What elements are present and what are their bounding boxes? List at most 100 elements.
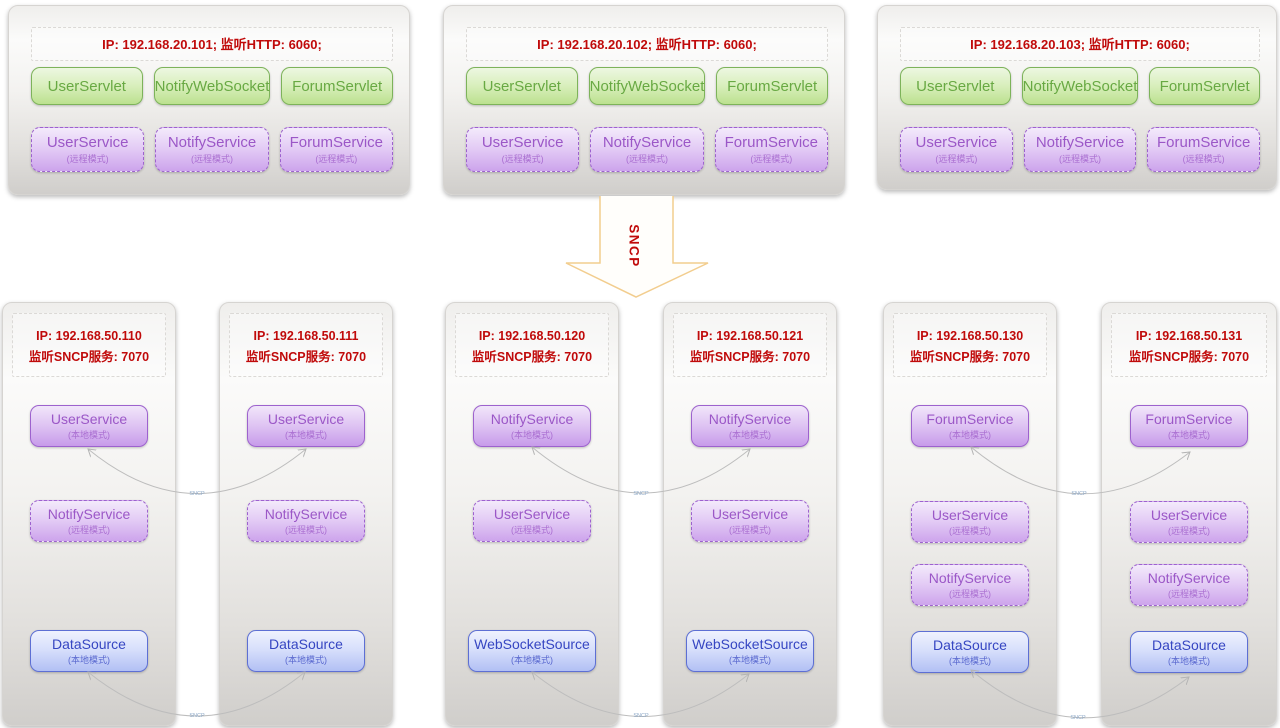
service-mode: (远程模式) xyxy=(935,154,978,164)
service-mode: (本地模式) xyxy=(1168,430,1210,440)
sncp-link-label: SNCP xyxy=(633,713,649,719)
service-mode: (远程模式) xyxy=(1168,589,1210,599)
service-mode: (本地模式) xyxy=(68,430,110,440)
web-server-panel-101: IP: 192.168.20.101; 监听HTTP: 6060; UserSe… xyxy=(8,5,410,195)
node-ip: IP: 192.168.50.131 xyxy=(1135,329,1243,343)
sncp-link-label: SNCP xyxy=(1071,491,1087,497)
sncp-link-label: SNCP xyxy=(633,491,649,497)
node-ip-header: IP: 192.168.50.120 监听SNCP服务: 7070 xyxy=(455,313,609,377)
service-mode: (远程模式) xyxy=(729,525,771,535)
service-userservice-local: UserService (本地模式) xyxy=(30,405,148,447)
datasource-local: DataSource (本地模式) xyxy=(911,631,1029,673)
service-mode: (远程模式) xyxy=(66,154,109,164)
service-name: NotifyService xyxy=(1035,134,1125,151)
servlet-userservlet: UserServlet xyxy=(900,67,1011,105)
sncp-node-110: IP: 192.168.50.110 监听SNCP服务: 7070 UserSe… xyxy=(2,302,176,726)
service-notifyservice-remote: NotifyService (远程模式) xyxy=(155,127,269,172)
service-mode: (本地模式) xyxy=(511,655,553,665)
service-mode: (远程模式) xyxy=(190,154,233,164)
node-ip: IP: 192.168.50.120 xyxy=(478,329,586,343)
service-name: ForumService xyxy=(926,411,1014,427)
service-name: NotifyService xyxy=(602,134,692,151)
service-name: WebSocketSource xyxy=(692,636,808,652)
service-name: UserService xyxy=(267,411,345,427)
service-name: ForumService xyxy=(1157,134,1251,151)
service-mode: (本地模式) xyxy=(949,656,991,666)
service-name: UserService xyxy=(481,134,564,151)
service-forumservice-remote: ForumService (远程模式) xyxy=(1147,127,1261,172)
service-forumservice-local: ForumService (本地模式) xyxy=(1130,405,1248,447)
sncp-node-131: IP: 192.168.50.131 监听SNCP服务: 7070 ForumS… xyxy=(1101,302,1277,726)
servlet-forumservlet: ForumServlet xyxy=(281,67,393,105)
node-ip: IP: 192.168.50.121 xyxy=(696,329,804,343)
service-mode: (本地模式) xyxy=(949,430,991,440)
node-port: 监听SNCP服务: 7070 xyxy=(1128,349,1250,364)
service-mode: (本地模式) xyxy=(68,655,110,665)
service-notifyservice-remote: NotifyService (远程模式) xyxy=(30,500,148,542)
node-ip: IP: 192.168.50.130 xyxy=(916,329,1024,343)
service-name: ForumService xyxy=(289,134,383,151)
sncp-link-label: SNCP xyxy=(1070,715,1086,721)
node-ip-header: IP: 192.168.50.131 监听SNCP服务: 7070 xyxy=(1111,313,1267,377)
service-mode: (远程模式) xyxy=(750,154,793,164)
service-name: NotifyService xyxy=(708,411,792,427)
service-userservice-remote: UserService (远程模式) xyxy=(1130,501,1248,543)
web-server-panel-102: IP: 192.168.20.102; 监听HTTP: 6060; UserSe… xyxy=(443,5,845,195)
service-userservice-local: UserService (本地模式) xyxy=(247,405,365,447)
service-mode: (本地模式) xyxy=(729,655,771,665)
web-server-panel-103: IP: 192.168.20.103; 监听HTTP: 6060; UserSe… xyxy=(877,5,1277,190)
service-name: UserService xyxy=(46,134,129,151)
service-mode: (远程模式) xyxy=(501,154,544,164)
node-port: 监听SNCP服务: 7070 xyxy=(909,349,1031,364)
service-name: UserService xyxy=(493,506,571,522)
datasource-local: DataSource (本地模式) xyxy=(1130,631,1248,673)
service-name: UserService xyxy=(711,506,789,522)
service-userservice-remote: UserService (远程模式) xyxy=(466,127,580,172)
service-userservice-remote: UserService (远程模式) xyxy=(31,127,145,172)
service-name: DataSource xyxy=(933,637,1007,653)
node-port: 监听SNCP服务: 7070 xyxy=(28,349,150,364)
servlet-notifywebsocket: NotifyWebSocket xyxy=(1021,67,1139,105)
sncp-node-121: IP: 192.168.50.121 监听SNCP服务: 7070 Notify… xyxy=(663,302,837,726)
service-notifyservice-local: NotifyService (本地模式) xyxy=(473,405,591,447)
service-name: ForumService xyxy=(724,134,818,151)
service-userservice-remote: UserService (远程模式) xyxy=(911,501,1029,543)
node-port: 监听SNCP服务: 7070 xyxy=(689,349,811,364)
service-mode: (本地模式) xyxy=(1168,656,1210,666)
servlet-userservlet: UserServlet xyxy=(466,67,578,105)
service-mode: (远程模式) xyxy=(511,525,553,535)
service-name: NotifyService xyxy=(167,134,257,151)
service-notifyservice-remote: NotifyService (远程模式) xyxy=(911,564,1029,606)
server-ip-header: IP: 192.168.20.102; 监听HTTP: 6060; xyxy=(466,27,828,61)
service-mode: (远程模式) xyxy=(1059,154,1101,164)
service-mode: (远程模式) xyxy=(625,154,668,164)
service-mode: (远程模式) xyxy=(1182,154,1225,164)
service-forumservice-remote: ForumService (远程模式) xyxy=(279,127,393,172)
service-notifyservice-local: NotifyService (本地模式) xyxy=(691,405,809,447)
service-mode: (远程模式) xyxy=(949,589,991,599)
service-name: NotifyService xyxy=(264,506,348,522)
sncp-down-arrow xyxy=(565,196,709,298)
node-ip: IP: 192.168.50.110 xyxy=(36,329,142,343)
service-name: UserService xyxy=(931,507,1009,523)
service-name: NotifyService xyxy=(490,411,574,427)
datasource-local: DataSource (本地模式) xyxy=(247,630,365,672)
node-ip-header: IP: 192.168.50.130 监听SNCP服务: 7070 xyxy=(893,313,1047,377)
service-mode: (远程模式) xyxy=(315,154,358,164)
service-name: NotifyService xyxy=(928,570,1012,586)
service-name: UserService xyxy=(50,411,128,427)
service-mode: (远程模式) xyxy=(68,525,110,535)
servlet-userservlet: UserServlet xyxy=(31,67,143,105)
service-name: ForumService xyxy=(1145,411,1233,427)
service-forumservice-local: ForumService (本地模式) xyxy=(911,405,1029,447)
servlet-forumservlet: ForumServlet xyxy=(716,67,828,105)
service-name: NotifyService xyxy=(1147,570,1231,586)
sncp-node-130: IP: 192.168.50.130 监听SNCP服务: 7070 ForumS… xyxy=(883,302,1057,726)
server-ip-header: IP: 192.168.20.101; 监听HTTP: 6060; xyxy=(31,27,393,61)
service-name: WebSocketSource xyxy=(474,636,590,652)
websocketsource-local: WebSocketSource (本地模式) xyxy=(468,630,596,672)
service-userservice-remote: UserService (远程模式) xyxy=(691,500,809,542)
servlet-forumservlet: ForumServlet xyxy=(1149,67,1260,105)
websocketsource-local: WebSocketSource (本地模式) xyxy=(686,630,814,672)
service-name: DataSource xyxy=(52,636,126,652)
